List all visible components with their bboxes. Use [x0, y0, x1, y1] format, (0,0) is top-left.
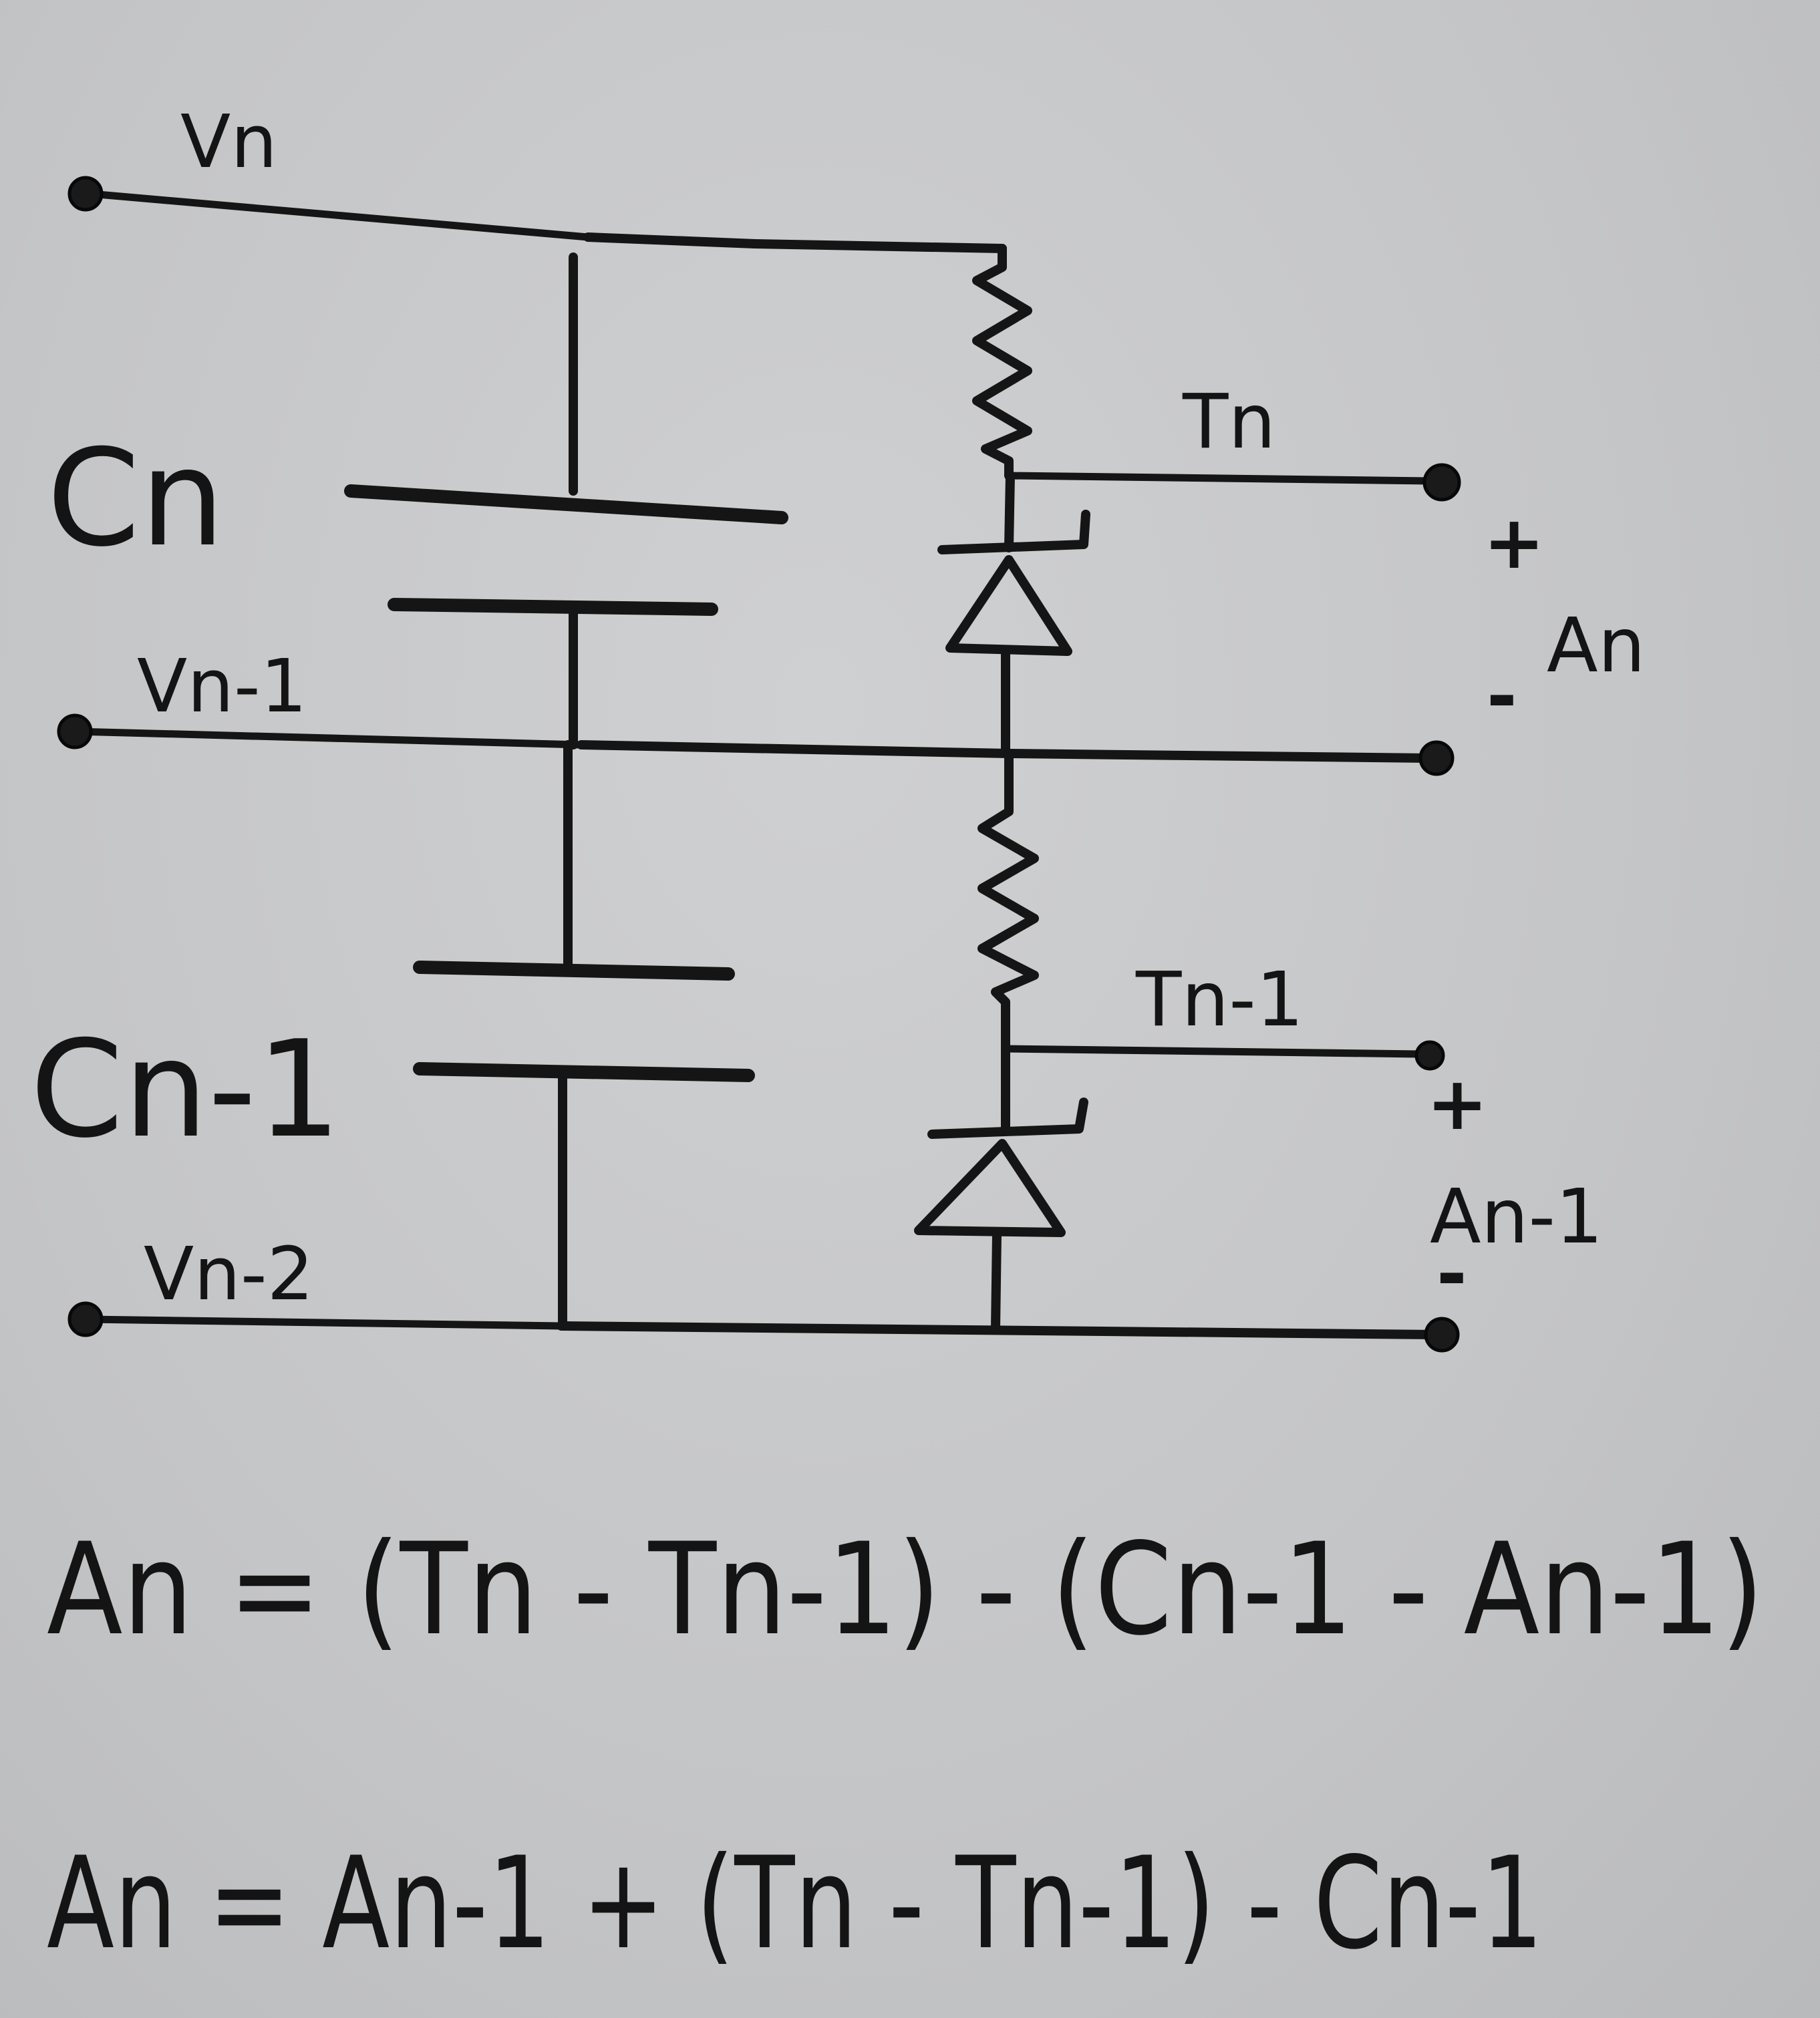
cn1-plate-bottom — [413, 1062, 755, 1082]
terminal-an-minus — [1418, 740, 1455, 776]
label-tn1: Tn-1 — [1135, 957, 1304, 1043]
wire-vn-input — [86, 190, 592, 241]
label-vn1: Vn-1 — [137, 643, 307, 729]
label-vn2: Vn-2 — [144, 1231, 314, 1317]
terminal-tn — [1422, 463, 1461, 502]
label-vn: Vn — [180, 99, 277, 184]
wire-vn1-mid — [577, 740, 1014, 758]
diode-lower-bar — [927, 1098, 1088, 1139]
wire-vn1-input — [73, 727, 585, 749]
label-an1-minus: - — [1436, 1231, 1467, 1317]
diode-lower-lead-bottom — [991, 1230, 1002, 1334]
resistor-lower — [977, 749, 1039, 1053]
diode-upper-triangle — [945, 555, 1072, 656]
wire-vn-top — [583, 232, 1007, 253]
wire-tn1-out — [1002, 1045, 1424, 1058]
equation-2: An = An-1 + (Tn - Tn-1) - Cn-1 — [47, 1830, 1543, 1977]
terminal-tn1 — [1414, 1040, 1445, 1071]
label-an-plus: + — [1483, 500, 1545, 585]
terminal-vn1 — [57, 713, 93, 749]
cn-plate-bottom — [388, 598, 718, 616]
diode-lower-triangle — [914, 1139, 1066, 1237]
label-cn: Cn — [47, 421, 224, 576]
label-cn1: Cn-1 — [30, 1012, 341, 1168]
resistor-upper — [972, 244, 1032, 480]
wire-tn-out — [1005, 472, 1434, 485]
terminal-vn2 — [67, 1301, 104, 1337]
terminal-an1-minus — [1424, 1317, 1460, 1353]
wire-vn1-out — [1004, 749, 1434, 763]
equation-1: An = (Tn - Tn-1) - (Cn-1 - An-1) — [47, 1516, 1764, 1663]
label-an1-plus: + — [1426, 1061, 1488, 1146]
label-an: An — [1547, 603, 1646, 689]
cn1-plate-top — [413, 961, 735, 981]
cn-plate-top — [344, 484, 788, 524]
wire-vn2-input — [83, 1315, 565, 1330]
label-tn: Tn — [1182, 379, 1275, 466]
terminal-vn — [67, 176, 104, 212]
diode-upper-bar — [937, 510, 1090, 554]
label-an1: An-1 — [1430, 1174, 1603, 1260]
diode-upper-lead-top — [1004, 471, 1015, 552]
label-an-minus: - — [1487, 653, 1517, 739]
